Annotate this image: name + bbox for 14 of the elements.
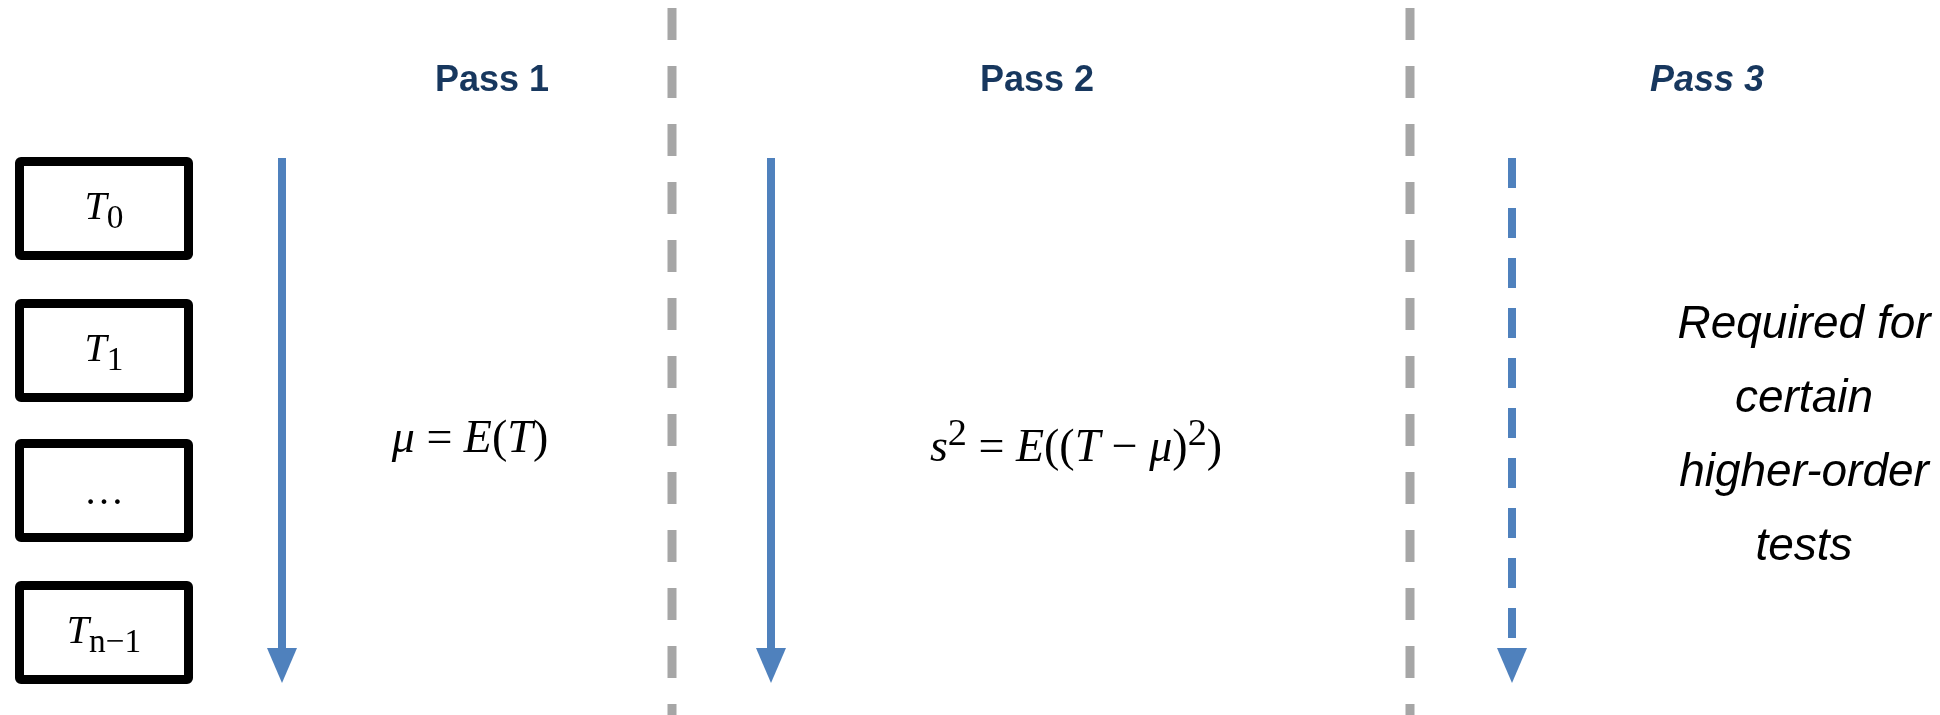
pass-heading: Pass 3 (1648, 58, 1766, 100)
variance-formula: s$^{2}$ = E((T − μ)$^{2}$) (928, 410, 1224, 473)
note-text: Required for certain higher-order tests (1676, 295, 1933, 572)
pass-heading: Pass 2 (978, 58, 1096, 100)
mean-formula: μ = E(T) (390, 410, 550, 463)
trace-box (15, 299, 193, 402)
pass-heading: Pass 1 (433, 58, 551, 100)
trace-label: … (84, 467, 124, 514)
trace-box (15, 581, 193, 684)
trace-label: T$_{n−1}$ (66, 605, 142, 660)
trace-box (15, 439, 193, 542)
trace-label: T$_{1}$ (84, 323, 124, 378)
trace-label: T$_{0}$ (84, 181, 124, 236)
trace-box (15, 157, 193, 260)
